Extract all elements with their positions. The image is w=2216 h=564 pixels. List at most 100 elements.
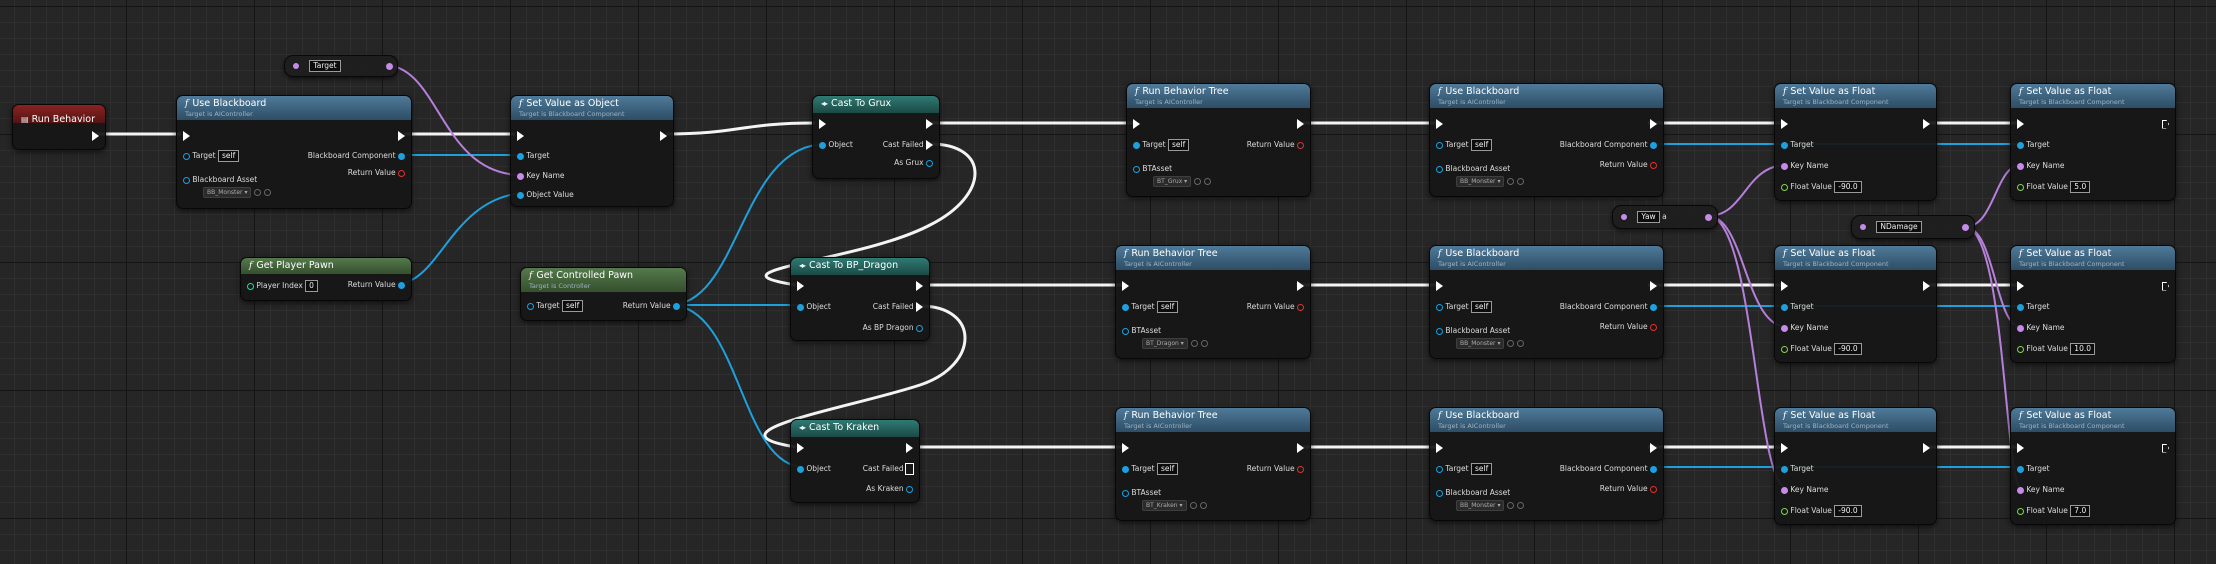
bb-component-pin[interactable]: [1650, 141, 1657, 149]
target-pin[interactable]: [1122, 303, 1129, 311]
exec-in-pin[interactable]: [2017, 281, 2024, 291]
search-icon[interactable]: [1517, 339, 1525, 347]
search-icon[interactable]: [1204, 177, 1212, 185]
cast-failed-pin[interactable]: [926, 140, 933, 150]
player-index-pin[interactable]: [247, 282, 254, 290]
browse-icon[interactable]: [1190, 339, 1198, 347]
target-name-field[interactable]: Target: [309, 60, 341, 72]
exec-in-pin[interactable]: [2017, 119, 2024, 129]
bb-asset-pin[interactable]: [1436, 165, 1443, 173]
exec-out-pin[interactable]: [1650, 443, 1657, 453]
exec-in-pin[interactable]: [1133, 119, 1140, 129]
target-pin[interactable]: [517, 152, 524, 160]
cast-to-grux-node[interactable]: ◂▸Cast To Grux Object Cast Failed As Gru…: [812, 95, 940, 179]
target-field[interactable]: self: [1470, 301, 1493, 313]
target-pin[interactable]: [527, 302, 534, 310]
target-field[interactable]: self: [1156, 463, 1179, 475]
search-icon[interactable]: [1517, 501, 1525, 509]
target-field[interactable]: self: [217, 150, 240, 162]
exec-in-pin[interactable]: [1436, 281, 1443, 291]
browse-icon[interactable]: [254, 188, 262, 196]
exec-out-pin[interactable]: [1297, 281, 1304, 291]
key-name-pin[interactable]: [2017, 324, 2024, 332]
target-pin[interactable]: [1781, 465, 1788, 473]
bb-component-pin[interactable]: [1650, 303, 1657, 311]
return-pin[interactable]: [398, 169, 405, 177]
as-grux-pin[interactable]: [926, 159, 933, 167]
return-pin[interactable]: [1297, 141, 1304, 149]
exec-in-pin[interactable]: [1122, 443, 1129, 453]
bb-asset-dropdown[interactable]: BB_Monster ▾: [1456, 499, 1505, 511]
exec-out-pin[interactable]: [1923, 443, 1930, 453]
key-name-pin[interactable]: [517, 172, 524, 180]
float-value-field[interactable]: 5.0: [2070, 181, 2091, 193]
name-out-pin[interactable]: [1705, 213, 1712, 221]
float-value-field[interactable]: -90.0: [1834, 505, 1862, 517]
object-value-pin[interactable]: [517, 191, 524, 199]
browse-icon[interactable]: [1507, 177, 1515, 185]
float-value-field[interactable]: -90.0: [1834, 343, 1862, 355]
browse-icon[interactable]: [1189, 501, 1197, 509]
search-icon[interactable]: [1517, 177, 1525, 185]
target-pin[interactable]: [1122, 465, 1129, 473]
exec-in-pin[interactable]: [1436, 119, 1443, 129]
float-value-pin[interactable]: [2017, 507, 2024, 515]
exec-out-pin[interactable]: [1923, 281, 1930, 291]
exec-out-pin[interactable]: [1297, 443, 1304, 453]
return-pin[interactable]: [1297, 465, 1304, 473]
bb-asset-dropdown[interactable]: BB_Monster ▾: [203, 186, 252, 198]
bt-asset-pin[interactable]: [1122, 489, 1129, 497]
as-kraken-pin[interactable]: [906, 485, 913, 493]
return-pin[interactable]: [1650, 161, 1657, 169]
bt-asset-dropdown[interactable]: BT_Kraken ▾: [1142, 499, 1187, 511]
exec-out-pin[interactable]: [1650, 281, 1657, 291]
exec-out-pin[interactable]: [660, 131, 667, 141]
bb-component-pin[interactable]: [1650, 465, 1657, 473]
target-pin[interactable]: [1781, 303, 1788, 311]
target-variable-node[interactable]: Target: [284, 55, 398, 77]
exec-in-pin[interactable]: [2017, 443, 2024, 453]
exec-out-pin[interactable]: [926, 119, 933, 129]
exec-out-pin[interactable]: [1297, 119, 1304, 129]
ndamage-variable-node[interactable]: NDamage: [1851, 215, 1975, 239]
yaw-name-field[interactable]: Yaw: [1637, 211, 1660, 223]
exec-in-pin[interactable]: [819, 119, 826, 129]
object-pin[interactable]: [819, 141, 826, 149]
bb-asset-pin[interactable]: [1436, 489, 1443, 497]
target-pin[interactable]: [1436, 141, 1443, 149]
exec-in-pin[interactable]: [1781, 443, 1788, 453]
exec-in-pin[interactable]: [183, 131, 190, 141]
name-out-pin[interactable]: [1962, 223, 1969, 231]
key-name-pin[interactable]: [1781, 486, 1788, 494]
bt-asset-dropdown[interactable]: BT_Grux ▾: [1153, 175, 1192, 187]
float-value-field[interactable]: 7.0: [2070, 505, 2091, 517]
return-pin[interactable]: [1297, 303, 1304, 311]
key-name-pin[interactable]: [2017, 162, 2024, 170]
as-bp-dragon-pin[interactable]: [916, 324, 923, 332]
browse-icon[interactable]: [1507, 339, 1515, 347]
cast-to-kraken-node[interactable]: ◂▸Cast To Kraken Object Cast Failed As K…: [790, 419, 920, 503]
exec-in-pin[interactable]: [517, 131, 524, 141]
cast-failed-pin[interactable]: [905, 463, 914, 475]
search-icon[interactable]: [1200, 339, 1208, 347]
bb-asset-pin[interactable]: [1436, 327, 1443, 335]
target-pin[interactable]: [183, 152, 190, 160]
event-run-behavior-node[interactable]: ▤Run Behavior: [12, 104, 106, 150]
exec-out-pin[interactable]: [906, 443, 913, 453]
bt-asset-pin[interactable]: [1133, 165, 1140, 173]
target-pin[interactable]: [2017, 303, 2024, 311]
search-icon[interactable]: [1199, 501, 1207, 509]
return-pin[interactable]: [1650, 323, 1657, 331]
exec-in-pin[interactable]: [797, 443, 804, 453]
object-pin[interactable]: [797, 465, 804, 473]
float-value-pin[interactable]: [2017, 183, 2024, 191]
ndamage-name-field[interactable]: NDamage: [1876, 221, 1922, 233]
float-value-field[interactable]: 10.0: [2070, 343, 2095, 355]
